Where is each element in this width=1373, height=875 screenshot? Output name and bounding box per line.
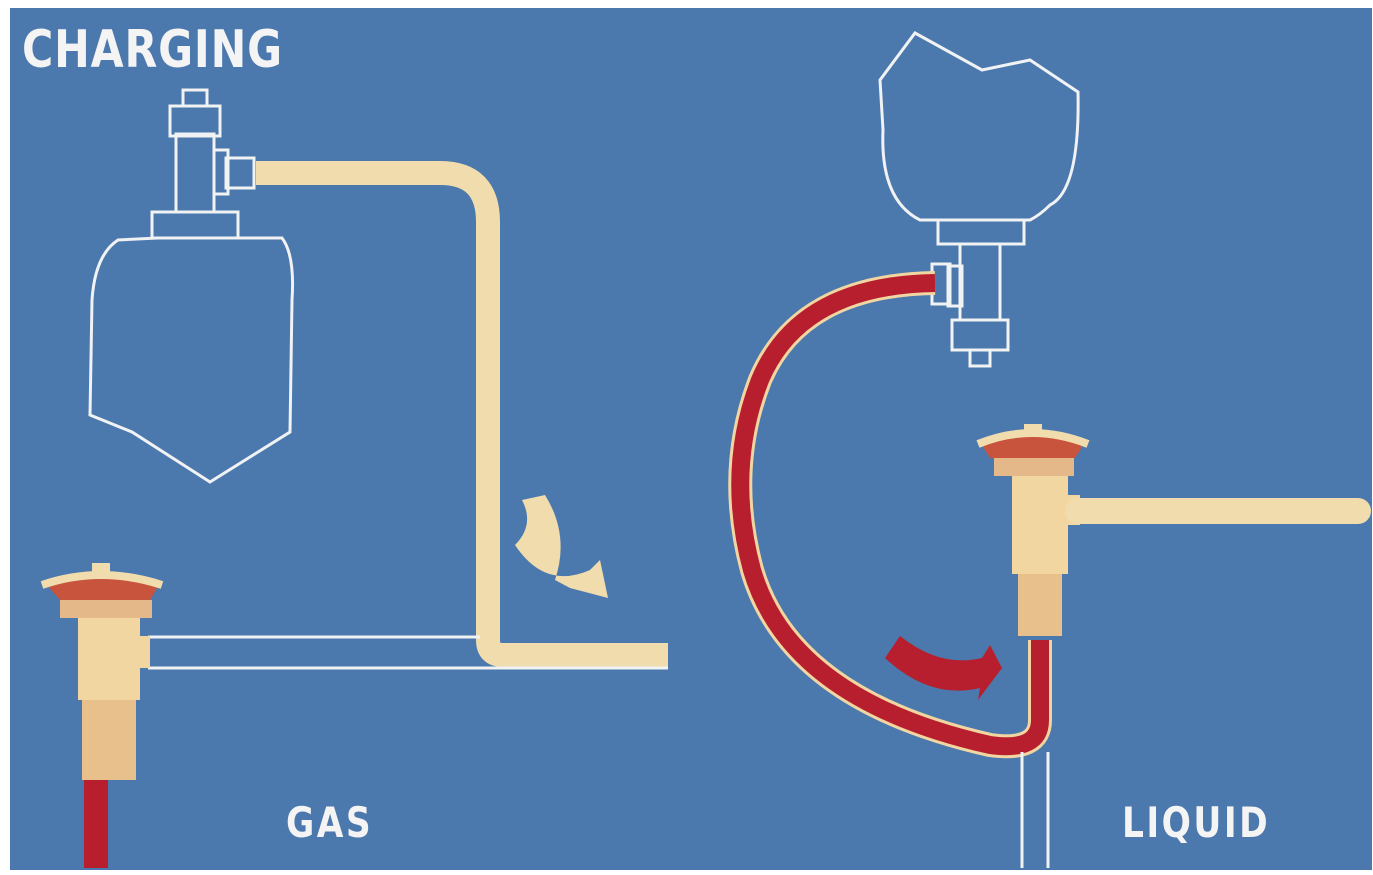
liquid-cylinder-inverted <box>878 31 1080 368</box>
liquid-flow-arrow <box>885 636 1002 700</box>
gas-cylinder-upright <box>88 88 295 484</box>
liquid-service-valve <box>976 424 1371 636</box>
liquid-label: LIQUID <box>1122 798 1271 847</box>
diagram-background <box>10 8 1372 870</box>
gas-service-valve <box>40 563 164 868</box>
gas-charging-hose <box>256 161 668 667</box>
gas-label: GAS <box>286 798 374 847</box>
gas-suction-line <box>148 635 668 670</box>
diagram-title: CHARGING <box>22 20 283 80</box>
gas-flow-arrow <box>515 495 608 598</box>
liquid-line <box>1020 752 1050 868</box>
liquid-charging-hose <box>728 271 1052 759</box>
